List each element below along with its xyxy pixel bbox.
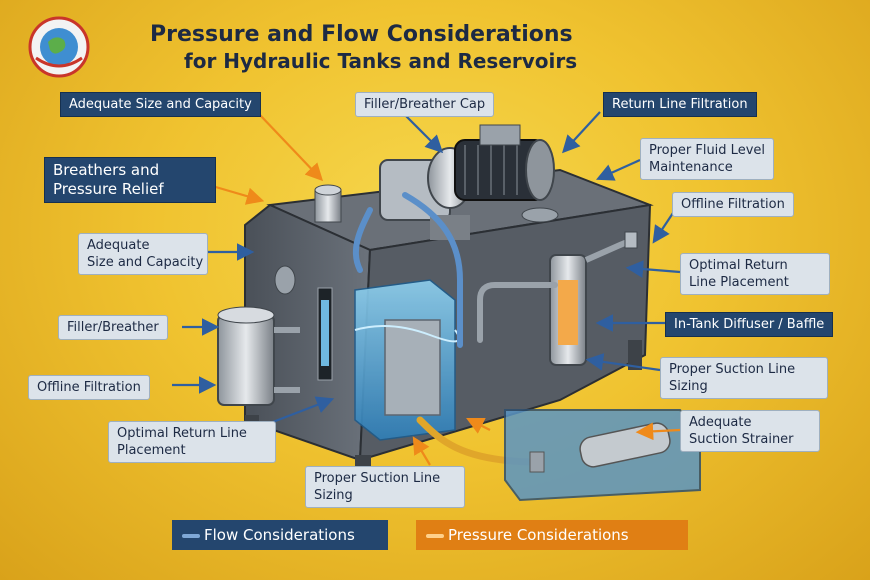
label-breathers-pressure-relief: Breathers and Pressure Relief: [44, 157, 216, 203]
water-cutaway: [354, 279, 461, 441]
legend-pressure: Pressure Considerations: [416, 520, 688, 550]
return-line: [352, 192, 558, 348]
motor-pump: [379, 124, 555, 240]
baffle-screen: [384, 319, 441, 416]
label-optimal-return-left: Optimal Return Line Placement: [108, 421, 276, 463]
label-optimal-return-left-line-2: Placement: [117, 443, 186, 458]
label-breathers-line-1: Breathers and: [53, 161, 160, 179]
label-suction-sizing-bottom-line-2: Sizing: [314, 488, 353, 503]
pressure-legend-swatch: [426, 533, 444, 538]
label-return-line-filtration: Return Line Filtration: [603, 92, 757, 117]
label-suction-sizing-bottom-line-1: Proper Suction Line: [314, 471, 441, 486]
label-adequate-size-left: Adequate Size and Capacity: [78, 233, 208, 275]
label-suction-sizing-right: Proper Suction Line Sizing: [660, 357, 828, 399]
filler-cap: [314, 184, 559, 223]
label-suction-sizing-bottom: Proper Suction Line Sizing: [305, 466, 465, 508]
label-optimal-return-right-line-1: Optimal Return: [689, 258, 788, 273]
label-suction-sizing-right-line-2: Sizing: [669, 379, 708, 394]
label-breathers-line-2: Pressure Relief: [53, 180, 164, 198]
label-strainer-line-1: Adequate: [689, 415, 752, 430]
globe-logo-icon: [28, 16, 90, 78]
label-proper-fluid-level: Proper Fluid Level Maintenance: [640, 138, 774, 180]
label-adequate-size-left-line-2: Size and Capacity: [87, 255, 204, 270]
title-line-2: for Hydraulic Tanks and Reservoirs: [184, 49, 578, 73]
label-filler-breather-cap: Filler/Breather Cap: [355, 92, 495, 117]
label-in-tank-diffuser-baffle: In-Tank Diffuser / Baffle: [665, 312, 834, 337]
label-adequate-suction-strainer: Adequate Suction Strainer: [680, 410, 820, 452]
return-filter: [549, 231, 638, 366]
offline-filter: [217, 265, 300, 406]
label-offline-filtration-right: Offline Filtration: [672, 192, 794, 217]
label-strainer-line-2: Suction Strainer: [689, 432, 794, 447]
flow-legend-swatch: [182, 533, 200, 538]
page-title: Pressure and Flow Considerations for Hyd…: [150, 22, 670, 74]
label-optimal-return-right-line-2: Line Placement: [689, 275, 789, 290]
leader-arrows: [172, 111, 681, 466]
label-offline-filtration-left: Offline Filtration: [28, 375, 150, 400]
title-line-1: Pressure and Flow Considerations: [150, 22, 573, 47]
legend-flow: Flow Considerations: [172, 520, 388, 550]
label-optimal-return-right: Optimal Return Line Placement: [680, 253, 830, 295]
label-fluid-level-line-2: Maintenance: [649, 160, 733, 175]
legend-flow-label: Flow Considerations: [204, 526, 355, 544]
legend-pressure-label: Pressure Considerations: [448, 526, 629, 544]
label-fluid-level-line-1: Proper Fluid Level: [649, 143, 765, 158]
label-filler-breather-left: Filler/Breather: [58, 315, 168, 340]
label-adequate-size-top: Adequate Size and Capacity: [60, 92, 261, 117]
label-optimal-return-left-line-1: Optimal Return Line: [117, 426, 247, 441]
label-suction-sizing-right-line-1: Proper Suction Line: [669, 362, 796, 377]
label-adequate-size-left-line-1: Adequate: [87, 238, 150, 253]
